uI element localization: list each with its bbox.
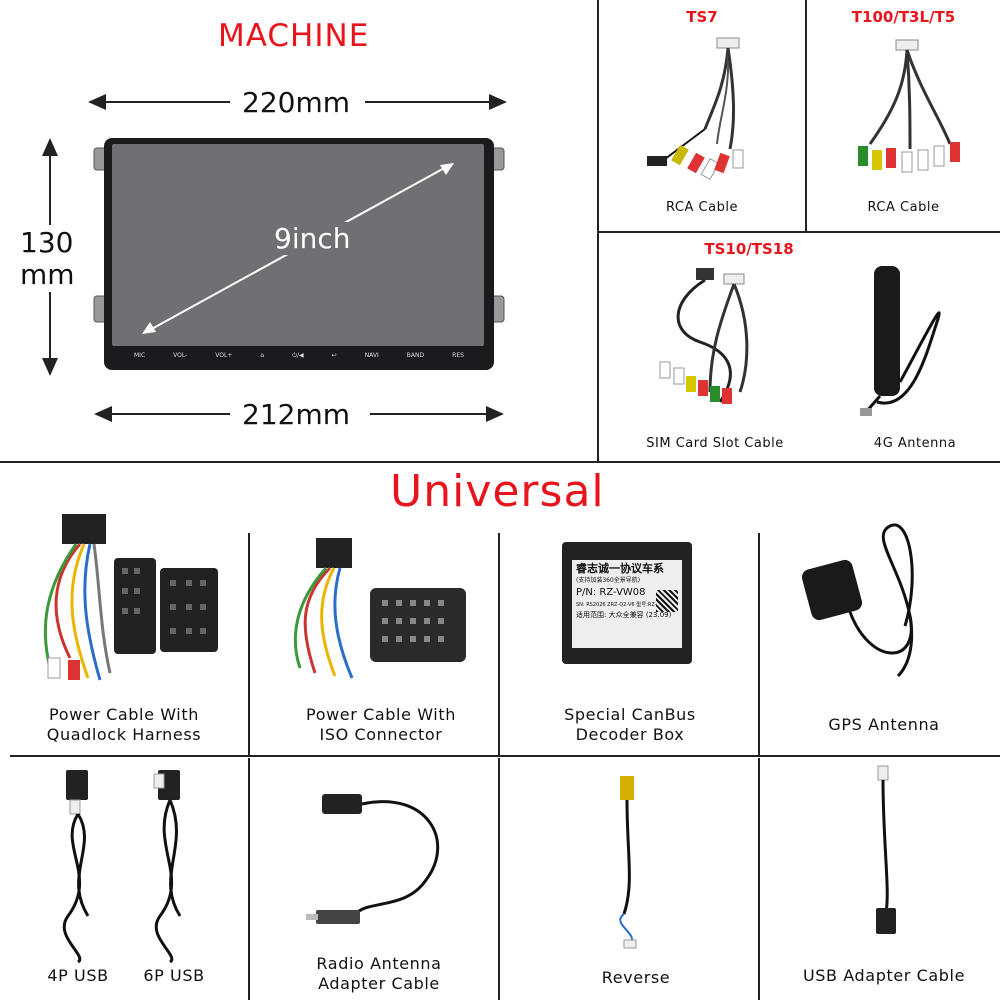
caption-line: 6P USB xyxy=(143,966,205,985)
caption-line: GPS Antenna xyxy=(828,715,940,734)
item-caption: Power Cable With Quadlock Harness xyxy=(14,705,234,745)
6p-usb-cable-image xyxy=(153,770,182,964)
hw-button: VOL+ xyxy=(215,352,233,359)
decoder-sub: (支持加装360全景导航) xyxy=(576,577,641,584)
gps-antenna-image xyxy=(801,523,914,678)
variant-model-ts10: TS10/TS18 xyxy=(704,240,794,258)
caption-line: Power Cable With xyxy=(306,705,456,724)
item-caption: 4P USB xyxy=(30,966,126,986)
item-caption: GPS Antenna xyxy=(770,715,998,735)
hw-button: BAND xyxy=(406,352,425,359)
divider xyxy=(248,758,250,1000)
divider xyxy=(248,533,250,755)
divider xyxy=(597,231,1000,233)
hw-button: RES xyxy=(452,352,464,359)
hw-button: MIC xyxy=(134,352,146,359)
caption-line: Adapter Cable xyxy=(318,974,440,993)
caption-line: USB Adapter Cable xyxy=(802,966,966,985)
hw-button: ⏻/◀ xyxy=(292,352,304,359)
caption-line: Quadlock Harness xyxy=(46,725,202,744)
caption-line: Special CanBus xyxy=(564,705,696,724)
rca-cable-image xyxy=(647,37,744,180)
quadlock-harness-image xyxy=(43,514,218,681)
4p-usb-cable-image xyxy=(62,770,90,964)
divider xyxy=(0,461,1000,463)
item-caption: Reverse xyxy=(520,968,752,988)
head-unit-device: 9inch MIC VOL- VOL+ ⌂ ⏻/◀ ↩ NAVI BAND RE… xyxy=(88,136,508,372)
divider xyxy=(498,533,500,755)
variant-caption: RCA Cable xyxy=(666,200,738,215)
decoder-sticker: 睿志诚一协议车系 (支持加装360全景导航) P/N: RZ-VW08 SN: … xyxy=(572,560,682,648)
hardware-button-bar: MIC VOL- VOL+ ⌂ ⏻/◀ ↩ NAVI BAND RES xyxy=(134,352,464,366)
decoder-brand: 睿志诚一协议车系 xyxy=(576,562,664,575)
item-caption: Special CanBus Decoder Box xyxy=(514,705,746,745)
hw-button: ⌂ xyxy=(260,352,265,359)
dimension-height-unit: mm xyxy=(20,258,75,291)
dimension-width-top: 220mm xyxy=(242,86,350,119)
divider xyxy=(498,758,500,1000)
divider xyxy=(805,0,807,232)
divider xyxy=(758,758,760,1000)
caption-line: 4P USB xyxy=(47,966,109,985)
4g-antenna-image xyxy=(860,266,941,416)
caption-line: ISO Connector xyxy=(319,725,443,744)
hw-button: VOL- xyxy=(173,352,188,359)
item-caption: Power Cable With ISO Connector xyxy=(266,705,496,745)
item-caption: Radio Antenna Adapter Cable xyxy=(262,954,496,994)
caption-line: Power Cable With xyxy=(49,705,199,724)
hw-button: ↩ xyxy=(331,352,337,359)
machine-title: MACHINE xyxy=(218,18,370,54)
decoder-scope: 适用范围: 大众全兼容 xyxy=(576,611,644,619)
divider xyxy=(758,533,760,755)
decoder-part-number: P/N: RZ-VW08 xyxy=(576,587,646,598)
variant-model-t100: T100/T3L/T5 xyxy=(851,8,956,26)
hw-button: NAVI xyxy=(364,352,379,359)
screen-size-label: 9inch xyxy=(268,222,357,255)
reverse-camera-cable-image xyxy=(619,776,637,949)
caption-line: Decoder Box xyxy=(575,725,685,744)
item-caption: 6P USB xyxy=(126,966,222,986)
dimension-height-value: 130 xyxy=(20,226,74,259)
variant-model-ts7: TS7 xyxy=(686,8,718,26)
radio-antenna-adapter-image xyxy=(306,794,440,924)
usb-adapter-cable-image xyxy=(876,765,896,934)
decoder-date: (23.09) xyxy=(645,611,672,619)
dimension-width-bottom: 212mm xyxy=(242,398,350,431)
item-caption: USB Adapter Cable xyxy=(770,966,998,986)
rca-cable-image xyxy=(858,39,960,173)
variant-caption: 4G Antenna xyxy=(873,436,957,451)
variant-caption: SIM Card Slot Cable xyxy=(646,436,784,451)
universal-title: Universal xyxy=(390,466,605,517)
caption-line: Radio Antenna xyxy=(316,954,442,973)
qr-code-icon xyxy=(656,590,678,612)
variant-caption: RCA Cable xyxy=(867,200,940,215)
sim-card-slot-cable-image xyxy=(659,268,749,404)
canbus-decoder-box-image: 睿志诚一协议车系 (支持加装360全景导航) P/N: RZ-VW08 SN: … xyxy=(562,542,692,664)
caption-line: Reverse xyxy=(601,968,671,987)
decoder-meta: SN: RS2026 ZRZ-Q2-V6 型号:RZ-VW08 xyxy=(576,602,671,608)
iso-connector-harness-image xyxy=(293,538,466,679)
divider xyxy=(10,755,1000,757)
